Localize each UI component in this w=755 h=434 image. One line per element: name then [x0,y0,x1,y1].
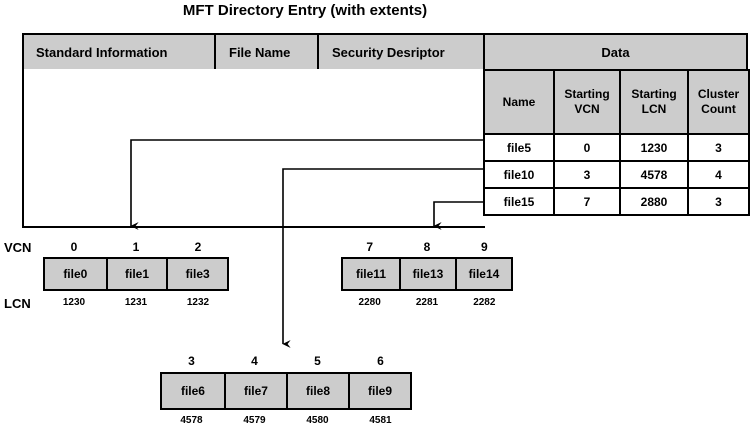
vcn-number: 9 [480,240,488,254]
cluster-cell: file7 [223,374,286,408]
lcn-number: 4579 [243,415,266,426]
column-header-starting-lcn: Starting LCN [619,69,689,135]
vcn-number: 8 [423,240,431,254]
extent-cluster-count: 3 [687,133,750,162]
vcn-number: 7 [366,240,373,254]
extents-table: Name Starting VCN Starting LCN Cluster C… [483,69,750,216]
run-c-lcn-numbers: 4578 4579 4580 4581 [160,415,412,426]
cluster-cell: file11 [355,267,386,281]
lcn-number: 2282 [473,297,496,308]
table-row: file15 7 2880 3 [483,187,750,216]
cluster-run-c: file6 file7 file8 file9 [160,372,412,410]
extent-starting-lcn: 2880 [619,187,689,216]
cluster-cell: file6 [180,384,205,398]
mft-attribute-standard-information: Standard Information [36,44,168,60]
cluster-cell: file8 [285,374,348,408]
table-row: file10 3 4578 4 [483,160,750,189]
extent-cluster-count: 3 [687,187,750,216]
cluster-run-b: file11 file13 file14 [341,257,513,291]
cluster-cell: file1 [105,259,167,289]
extent-starting-vcn: 7 [553,187,621,216]
mft-attribute-file-name: File Name [214,35,317,69]
column-header-cluster-count-line2: Count [701,102,736,116]
run-c-vcn-numbers: 3 4 5 6 [160,354,412,368]
lcn-number: 4581 [369,415,392,426]
column-header-starting-lcn-line2: LCN [641,102,667,116]
mft-attribute-data: Data [483,35,746,69]
cluster-cell: file3 [166,259,227,289]
run-b-lcn-numbers: 2280 2281 2282 [341,297,513,308]
mft-attribute-security-descriptor: Security Desriptor [317,35,483,69]
lcn-number: 4578 [180,415,203,426]
column-header-starting-vcn-line2: VCN [574,102,600,116]
extents-table-header-row: Name Starting VCN Starting LCN Cluster C… [483,69,750,135]
run-b-vcn-numbers: 7 8 9 [341,240,513,254]
extent-starting-vcn: 0 [553,133,621,162]
mft-record-strip: Standard Information File Name Security … [22,33,748,71]
column-header-name: Name [483,69,555,135]
axis-label-lcn: LCN [4,296,31,311]
page-title: MFT Directory Entry (with extents) [182,2,428,19]
extent-starting-lcn: 1230 [619,133,689,162]
vcn-number: 6 [377,354,384,368]
cluster-cell: file0 [63,267,88,281]
column-header-starting-lcn-line1: Starting [631,87,677,101]
vcn-number: 0 [70,240,78,254]
lcn-number: 4580 [306,415,329,426]
column-header-cluster-count: Cluster Count [687,69,750,135]
axis-label-vcn: VCN [4,240,32,255]
run-a-vcn-numbers: 0 1 2 [43,240,229,254]
column-header-cluster-count-line1: Cluster [697,87,740,101]
vcn-number: 1 [132,240,140,254]
column-header-starting-vcn-line1: Starting [564,87,610,101]
lcn-number: 1232 [186,297,210,308]
table-row: file5 0 1230 3 [483,133,750,162]
run-a-lcn-numbers: 1230 1231 1232 [43,297,229,308]
lcn-number: 1230 [62,297,86,308]
vcn-number: 2 [194,240,202,254]
extent-name: file10 [483,160,555,189]
column-header-name-line1: Name [502,94,536,109]
vcn-number: 5 [314,354,321,368]
mft-record-body [22,69,485,228]
lcn-number: 2281 [415,297,439,308]
column-header-starting-vcn: Starting VCN [553,69,621,135]
cluster-cell: file13 [398,259,455,289]
vcn-number: 4 [251,354,258,368]
extent-cluster-count: 4 [687,160,750,189]
cluster-run-a: file0 file1 file3 [43,257,229,291]
extent-starting-vcn: 3 [553,160,621,189]
lcn-number: 1231 [124,297,148,308]
extent-name: file15 [483,187,555,216]
extent-starting-lcn: 4578 [619,160,689,189]
vcn-number: 3 [188,354,195,368]
lcn-number: 2280 [358,297,381,308]
cluster-cell: file14 [454,259,511,289]
extent-name: file5 [483,133,555,162]
cluster-cell: file9 [348,374,410,408]
